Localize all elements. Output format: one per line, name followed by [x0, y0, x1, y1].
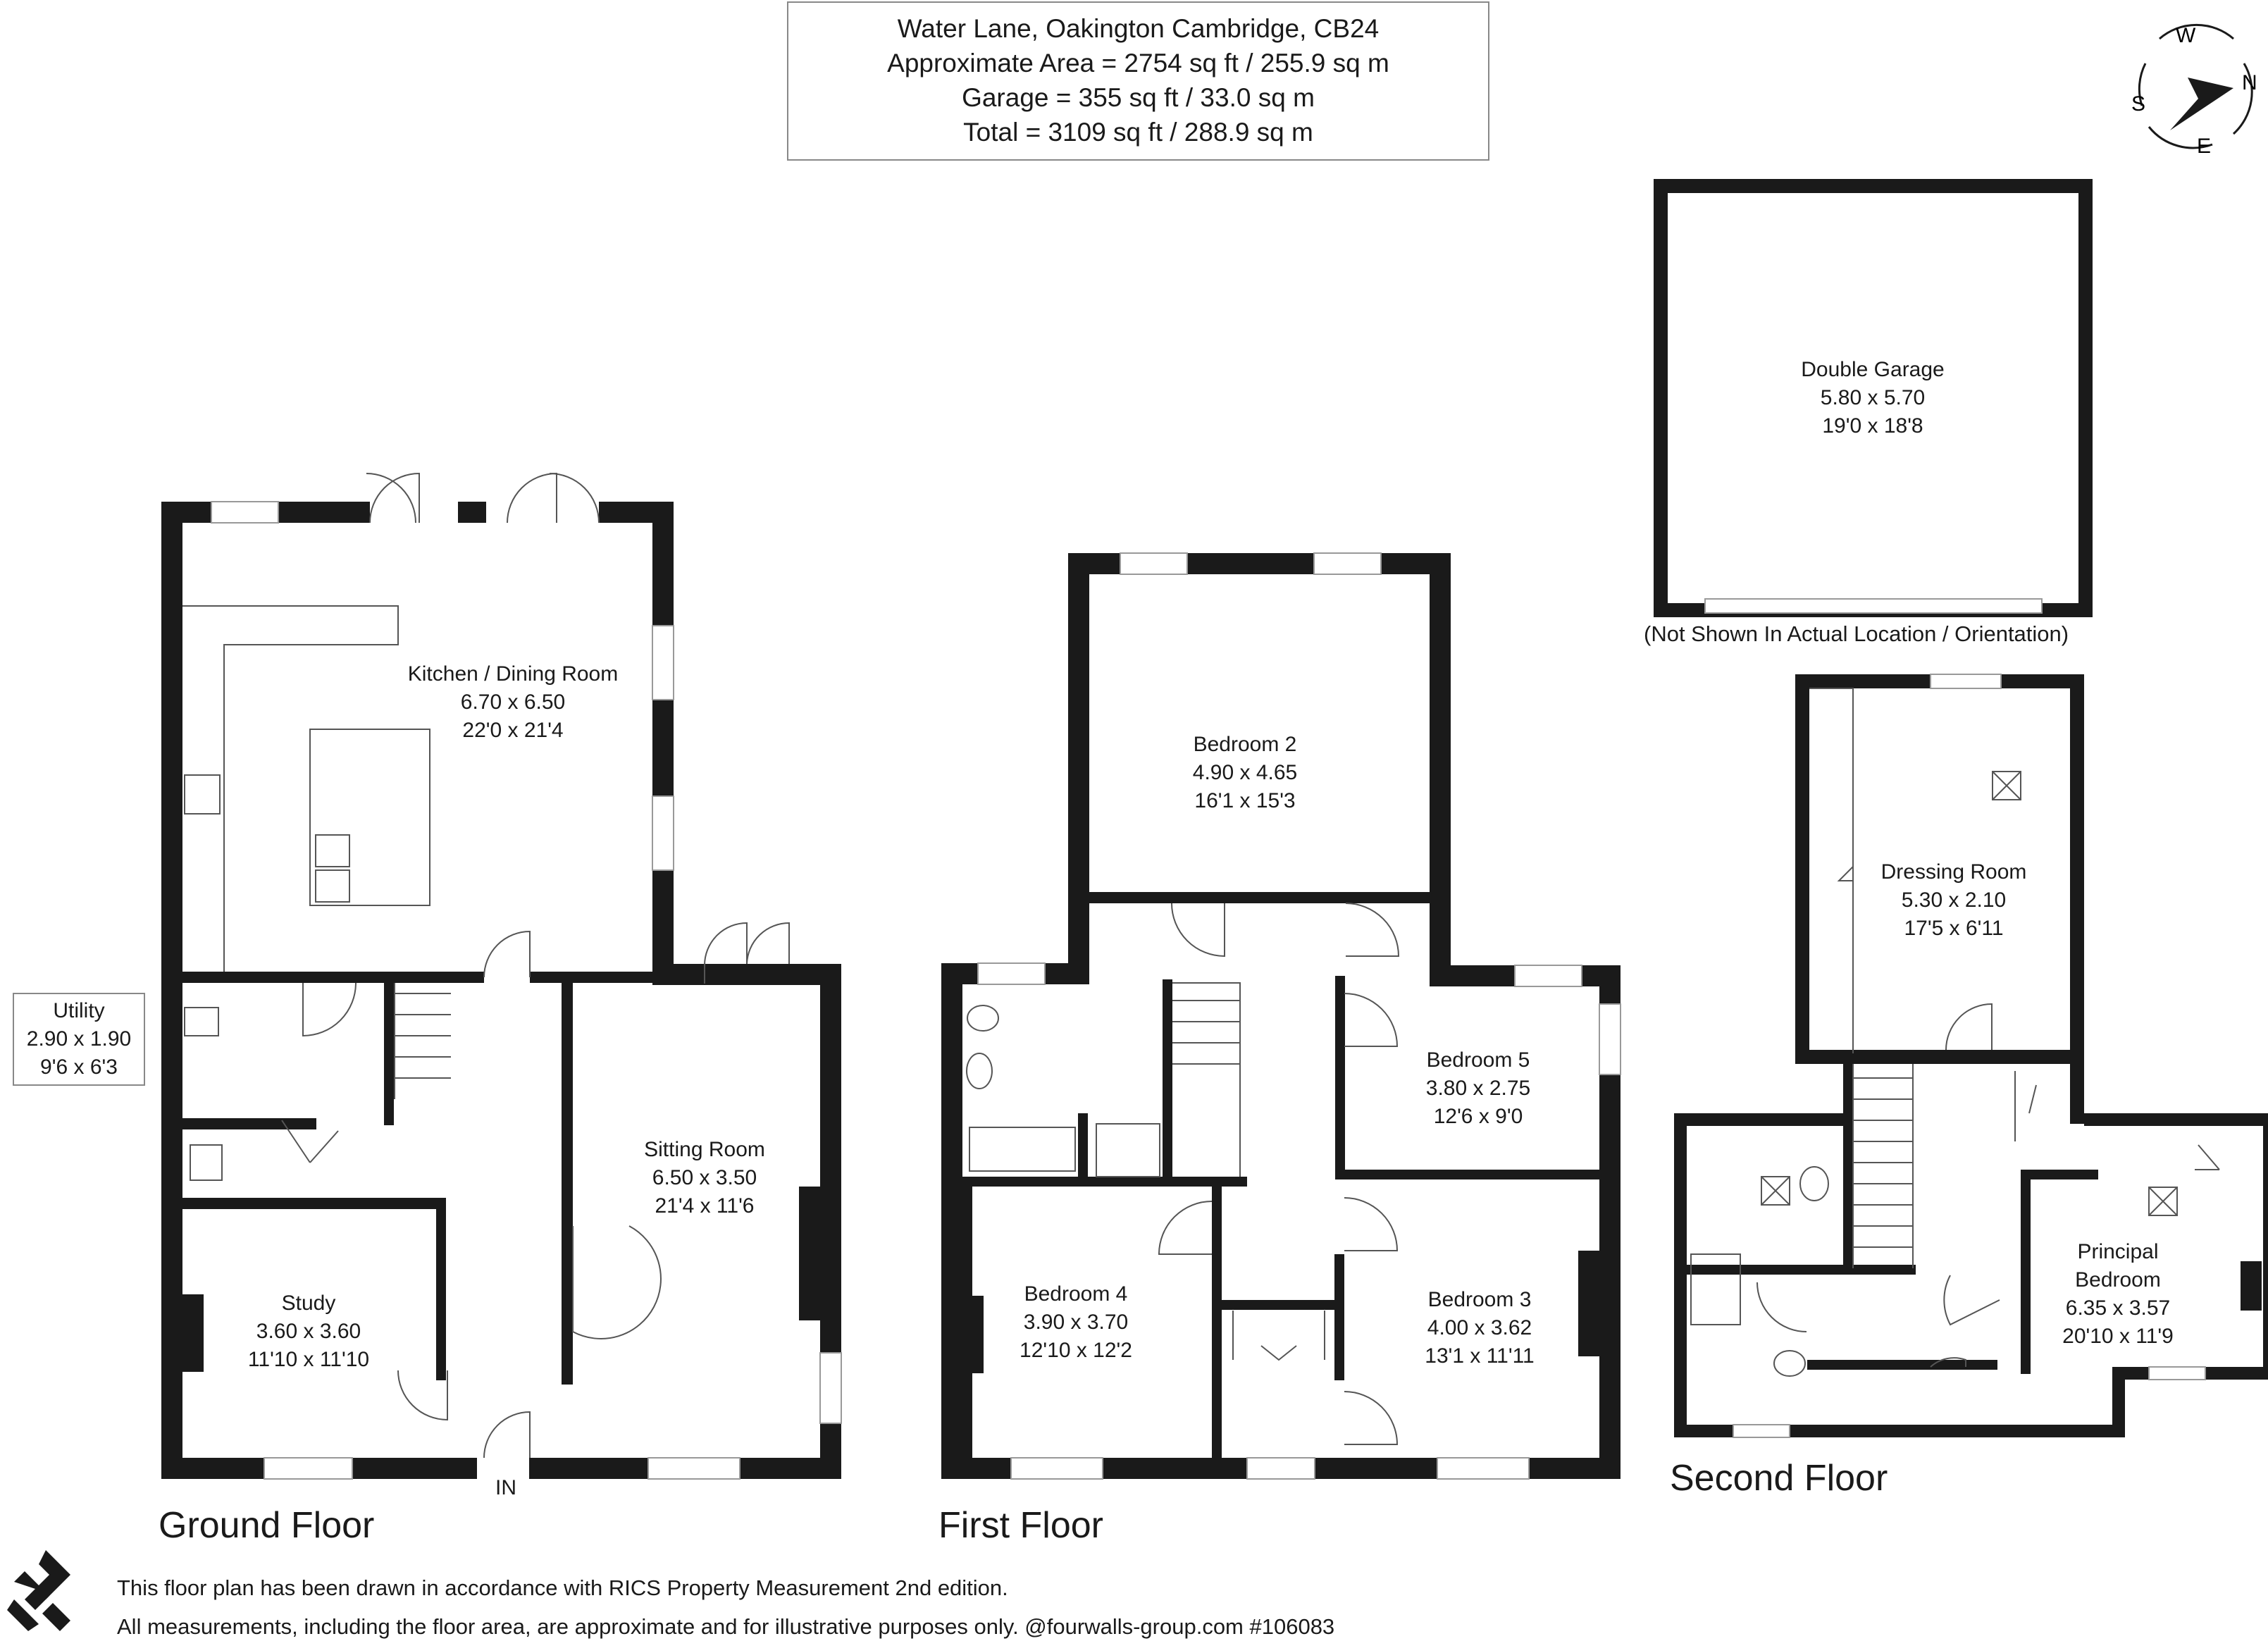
- room-name: Sitting Room: [644, 1138, 765, 1161]
- room-sitting: Sitting Room 6.50 x 3.50 21'4 x 11'6: [644, 1136, 765, 1220]
- first-floor-title: First Floor: [938, 1505, 1103, 1546]
- garage-location-note: (Not Shown In Actual Location / Orientat…: [1644, 621, 2069, 646]
- room-name: Bedroom 2: [1193, 733, 1297, 756]
- room-name: Bedroom 5: [1426, 1048, 1530, 1072]
- garage-plan: [1654, 179, 2093, 617]
- second-floor-plan: [1674, 674, 2268, 1437]
- compass-icon: W N S E: [2131, 23, 2257, 155]
- compass-n: N: [2242, 71, 2257, 94]
- room-imperial: 21'4 x 11'6: [655, 1194, 755, 1218]
- ground-floor-plan: [161, 502, 841, 1479]
- room-name-line1: Principal: [2077, 1240, 2159, 1263]
- entrance-label: IN: [495, 1476, 516, 1499]
- room-imperial: 22'0 x 21'4: [462, 719, 564, 742]
- room-imperial: 11'10 x 11'10: [247, 1348, 370, 1371]
- compass-w: W: [2176, 24, 2196, 47]
- room-metric: 6.50 x 3.50: [652, 1166, 757, 1189]
- room-metric: 3.60 x 3.60: [256, 1320, 361, 1343]
- first-floor-windows: [977, 552, 1621, 1480]
- room-name: Dressing Room: [1880, 860, 2027, 884]
- room-imperial: 19'0 x 18'8: [1822, 414, 1923, 438]
- room-metric: 6.35 x 3.57: [2065, 1296, 2171, 1320]
- room-metric: 3.90 x 3.70: [1023, 1311, 1129, 1334]
- utility-label-box: [13, 993, 145, 1086]
- room-metric: 6.70 x 6.50: [460, 691, 566, 714]
- ground-floor-title: Ground Floor: [159, 1505, 375, 1546]
- fourwalls-logo-icon: [7, 1550, 70, 1631]
- room-imperial: 13'1 x 11'11: [1425, 1344, 1535, 1368]
- footer-disclaimer: All measurements, including the floor ar…: [117, 1614, 1335, 1639]
- room-bedroom-5: Bedroom 5 3.80 x 2.75 12'6 x 9'0: [1426, 1046, 1530, 1131]
- room-imperial: 12'10 x 12'2: [1020, 1339, 1132, 1362]
- compass-e: E: [2197, 135, 2211, 155]
- first-floor-plan: [941, 553, 1621, 1479]
- room-name: Double Garage: [1801, 358, 1945, 381]
- second-floor-fixtures: [1690, 688, 2220, 1377]
- compass-s: S: [2131, 92, 2145, 116]
- room-utility: Utility 2.90 x 1.90 9'6 x 6'3: [27, 997, 131, 1082]
- room-name: Utility: [53, 999, 105, 1022]
- ground-floor-fixtures: [182, 472, 790, 1459]
- room-name: Study: [281, 1292, 336, 1315]
- first-floor-fixtures: [966, 903, 1400, 1445]
- room-bedroom-3: Bedroom 3 4.00 x 3.62 13'1 x 11'11: [1425, 1286, 1534, 1370]
- room-bedroom-2: Bedroom 2 4.90 x 4.65 16'1 x 15'3: [1193, 731, 1297, 815]
- footer-rics-note: This floor plan has been drawn in accord…: [117, 1575, 1008, 1600]
- approx-area-text: Approximate Area = 2754 sq ft / 255.9 sq…: [887, 49, 1389, 78]
- room-imperial: 9'6 x 6'3: [40, 1055, 118, 1079]
- room-metric: 4.00 x 3.62: [1427, 1316, 1532, 1339]
- room-double-garage: Double Garage 5.80 x 5.70 19'0 x 18'8: [1801, 356, 1944, 440]
- room-name: Bedroom 3: [1427, 1288, 1532, 1311]
- room-imperial: 20'10 x 11'9: [2062, 1325, 2174, 1348]
- room-imperial: 17'5 x 6'11: [1904, 917, 2004, 940]
- room-bedroom-4: Bedroom 4 3.90 x 3.70 12'10 x 12'2: [1020, 1280, 1132, 1365]
- room-principal-bedroom: Principal Bedroom 6.35 x 3.57 20'10 x 11…: [2062, 1238, 2174, 1351]
- ground-floor-windows: [211, 501, 842, 1480]
- room-metric: 5.30 x 2.10: [1901, 888, 2007, 912]
- garage-area-text: Garage = 355 sq ft / 33.0 sq m: [962, 83, 1315, 112]
- room-metric: 3.80 x 2.75: [1425, 1077, 1531, 1100]
- header-area-box: Water Lane, Oakington Cambridge, CB24 Ap…: [787, 1, 1489, 161]
- room-metric: 5.80 x 5.70: [1820, 386, 1926, 409]
- room-metric: 2.90 x 1.90: [26, 1027, 132, 1051]
- total-area-text: Total = 3109 sq ft / 288.9 sq m: [963, 118, 1313, 147]
- room-imperial: 12'6 x 9'0: [1433, 1105, 1523, 1128]
- room-name: Kitchen / Dining Room: [407, 662, 619, 686]
- second-floor-windows: [1733, 674, 2206, 1438]
- second-floor-title: Second Floor: [1670, 1458, 1888, 1499]
- room-imperial: 16'1 x 15'3: [1194, 789, 1296, 812]
- address-text: Water Lane, Oakington Cambridge, CB24: [897, 14, 1380, 43]
- room-study: Study 3.60 x 3.60 11'10 x 11'10: [248, 1289, 369, 1374]
- room-name: Bedroom 4: [1024, 1282, 1128, 1306]
- room-name-line2: Bedroom: [2075, 1268, 2161, 1292]
- room-dressing: Dressing Room 5.30 x 2.10 17'5 x 6'11: [1881, 858, 2027, 943]
- room-metric: 4.90 x 4.65: [1192, 761, 1298, 784]
- room-kitchen-dining: Kitchen / Dining Room 6.70 x 6.50 22'0 x…: [408, 660, 618, 745]
